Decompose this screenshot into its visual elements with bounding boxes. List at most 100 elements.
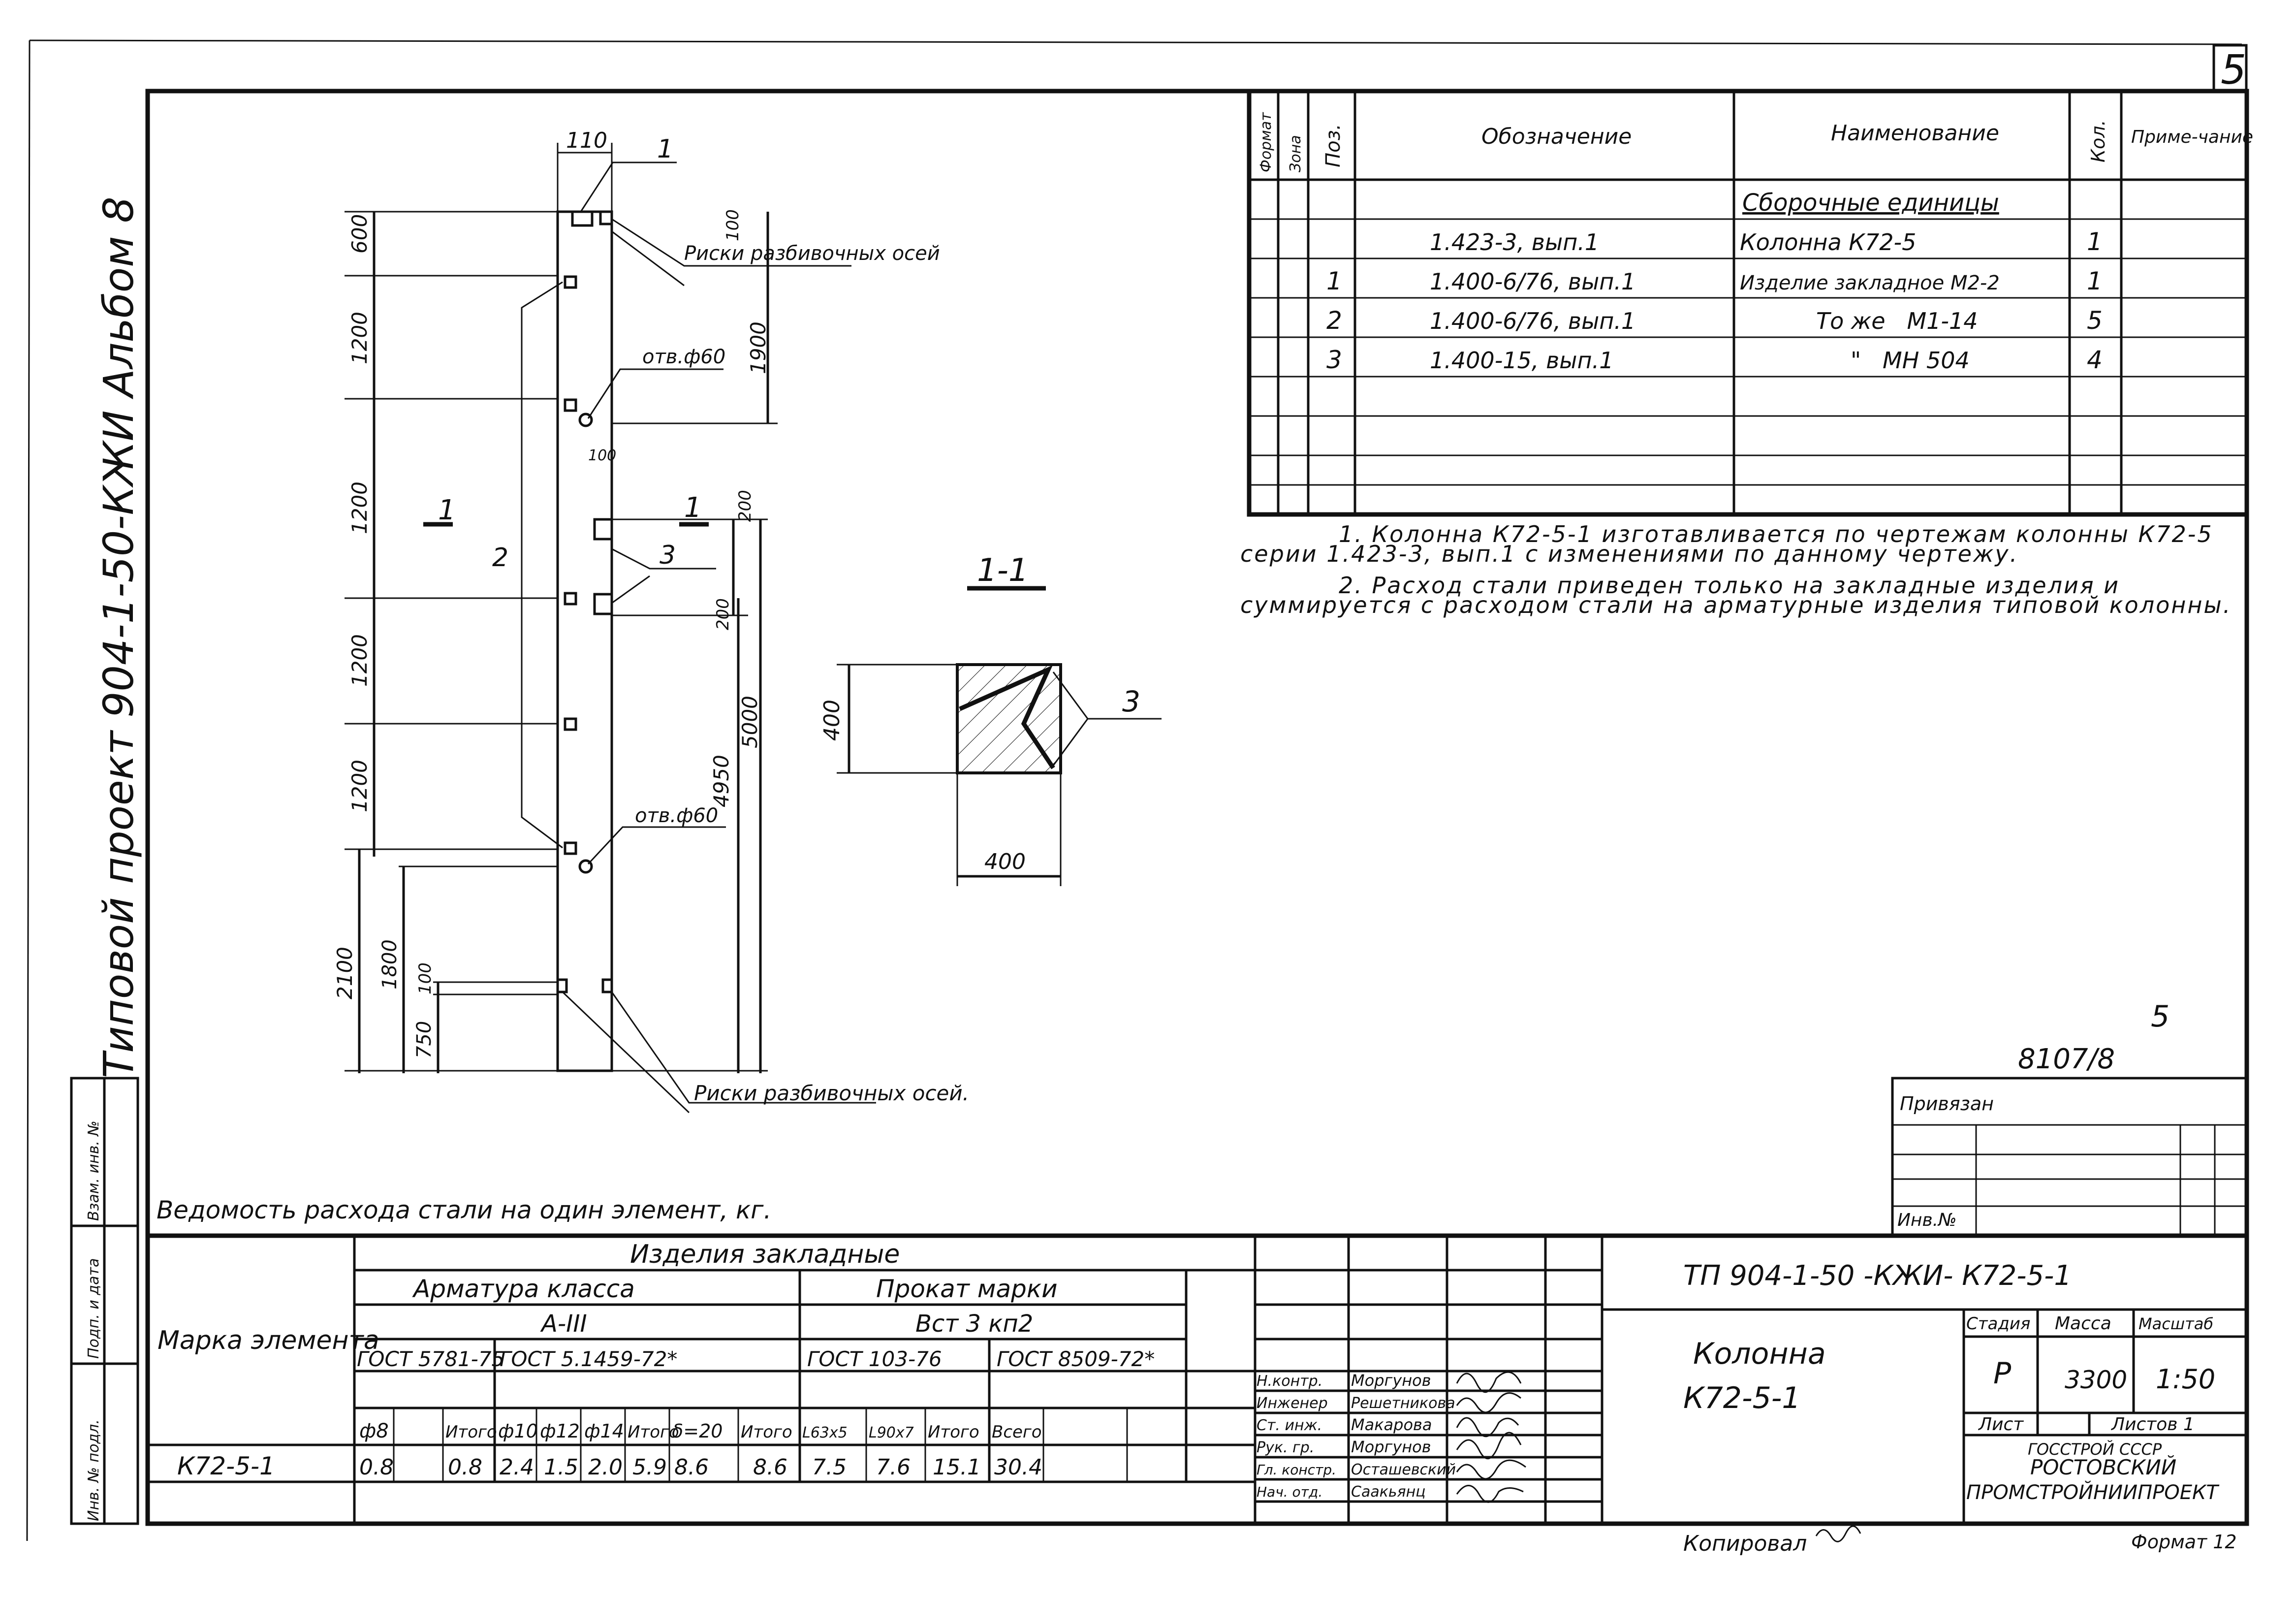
side-stamp-inv: Инв. № подл. xyxy=(85,1419,102,1521)
org-line3: ПРОМСТРОЙНИИПРОЕКТ xyxy=(1966,1480,2220,1504)
steel-col: Итого xyxy=(928,1422,979,1442)
steel-cell: 8.6 xyxy=(674,1455,709,1480)
steel-row-mark: К72-5-1 xyxy=(177,1452,275,1480)
spec-header-note: Приме-чание xyxy=(2131,127,2253,147)
spec-header-qty: Кол. xyxy=(2087,120,2109,162)
steel-cell: 2.0 xyxy=(588,1455,623,1480)
steel-cell: 8.6 xyxy=(753,1455,787,1480)
section-dim-height: 400 xyxy=(819,700,845,741)
spec-row: 1 1.400-6/76, вып.1 Изделие закладное М2… xyxy=(1326,267,2103,295)
spec-row: 3 1.400-15, вып.1 " МН 504 4 xyxy=(1326,346,2103,374)
dim-1200-b: 1200 xyxy=(347,481,372,534)
right-dimension-chain xyxy=(612,212,778,1073)
spec-row-designation: 1.400-15, вып.1 xyxy=(1430,347,1613,374)
spec-row-designation: 1.400-6/76, вып.1 xyxy=(1430,308,1636,334)
dim-2100: 2100 xyxy=(333,947,357,999)
dim-110: 110 xyxy=(566,128,607,153)
steel-table-title: Ведомость расхода стали на один элемент,… xyxy=(157,1196,771,1224)
dim-1200-c: 1200 xyxy=(347,634,372,687)
steel-col: Итого xyxy=(445,1422,497,1442)
spec-row-pos: 2 xyxy=(1326,306,1342,335)
dim-600: 600 xyxy=(347,214,372,254)
spec-row-qty: 1 xyxy=(2087,267,2103,295)
dim-1900: 1900 xyxy=(746,321,770,374)
spec-row-name: " МН 504 xyxy=(1851,347,1970,374)
steel-col: Итого xyxy=(628,1422,679,1442)
org-line2: РОСТОВСКИЙ xyxy=(2030,1455,2176,1479)
steel-cell: 7.5 xyxy=(812,1455,847,1480)
spec-row-qty: 1 xyxy=(2087,227,2103,256)
dim-right-100: 100 xyxy=(723,209,743,241)
steel-col: Всего xyxy=(992,1422,1042,1442)
risk-top-label: Риски разбивочных осей xyxy=(684,242,940,265)
title-block xyxy=(1255,1236,2247,1524)
sheet-frame xyxy=(26,39,2249,1541)
steel-prokat-grade: Вст 3 кп2 xyxy=(915,1310,1033,1338)
side-stamp xyxy=(70,1077,139,1525)
steel-col: Итого xyxy=(741,1422,792,1442)
steel-cell: 0.8 xyxy=(359,1455,394,1480)
dim-right-100b: 100 xyxy=(588,447,616,464)
spec-row-name: Колонна К72-5 xyxy=(1740,229,1916,256)
steel-col: ф10 xyxy=(498,1420,538,1442)
stage-value: Р xyxy=(1993,1356,2012,1391)
mass-value: 3300 xyxy=(2065,1366,2127,1394)
steel-cell: 1.5 xyxy=(544,1455,578,1480)
left-dimension-chain xyxy=(345,211,558,1073)
side-stamp-sign: Подп. и дата xyxy=(85,1258,102,1359)
dim-1800: 1800 xyxy=(378,939,401,990)
doc-name-line1: Колонна xyxy=(1693,1337,1826,1371)
role-label: Гл. констр. xyxy=(1257,1462,1336,1478)
steel-prokat: Прокат марки xyxy=(876,1275,1058,1303)
person-name: Моргунов xyxy=(1351,1438,1431,1456)
scale-value: 1:50 xyxy=(2156,1364,2215,1395)
steel-gost-1: ГОСТ 5.1459-72* xyxy=(500,1347,677,1371)
person-name: Осташевский xyxy=(1351,1461,1456,1478)
risk-bottom-label: Риски разбивочных осей. xyxy=(694,1081,969,1105)
spec-row: 1.423-3, вып.1 Колонна К72-5 1 xyxy=(1430,227,2103,256)
spec-row-designation: 1.400-6/76, вып.1 xyxy=(1430,268,1636,295)
spec-row-qty: 4 xyxy=(2087,346,2103,374)
steel-col: ф8 xyxy=(359,1420,389,1442)
hole-label-top: отв.ф60 xyxy=(642,346,725,368)
steel-cell: 5.9 xyxy=(632,1455,667,1480)
steel-col: ф14 xyxy=(584,1420,624,1442)
cut-mark-left: 1 xyxy=(438,494,456,526)
format-label: Формат 12 xyxy=(2131,1531,2237,1553)
steel-cell: 0.8 xyxy=(448,1455,482,1480)
spec-row-name: Изделие закладное М2-2 xyxy=(1740,272,2000,294)
steel-col: δ=20 xyxy=(672,1420,723,1442)
spec-header-designation: Обозначение xyxy=(1481,124,1632,149)
steel-cell: 7.6 xyxy=(876,1455,911,1480)
inv-no-label: Инв.№ xyxy=(1897,1210,1957,1230)
role-label: Инженер xyxy=(1257,1395,1328,1412)
steel-col: L90х7 xyxy=(869,1424,914,1441)
privyazan-label: Привязан xyxy=(1900,1093,1994,1115)
spec-header-zone: Зона xyxy=(1287,135,1304,172)
dim-200-top: 200 xyxy=(735,490,755,522)
section-1-1 xyxy=(837,586,1162,886)
spec-row-name: То же М1-14 xyxy=(1816,308,1978,334)
handwritten-signatures xyxy=(1456,1371,1526,1503)
steel-gost-3: ГОСТ 8509-72* xyxy=(997,1347,1155,1371)
spec-header-format: Формат xyxy=(1258,112,1275,172)
dim-100: 100 xyxy=(415,962,435,994)
steel-arm-class: А-III xyxy=(540,1310,587,1338)
column-elevation xyxy=(423,143,876,1114)
scale-header: Масштаб xyxy=(2139,1314,2213,1333)
sheet-header: Лист xyxy=(1978,1414,2024,1435)
role-label: Ст. инж. xyxy=(1257,1417,1322,1434)
side-title: Типовой проект 904-1-50-КЖИ Альбом 8 xyxy=(94,196,143,1078)
dim-5000: 5000 xyxy=(738,696,762,748)
cut-mark-right: 1 xyxy=(684,492,702,524)
dim-200-mid: 200 xyxy=(713,598,733,630)
spec-row-pos: 3 xyxy=(1326,346,1342,374)
copied-signature xyxy=(1815,1525,1861,1542)
doc-name-line2: К72-5-1 xyxy=(1683,1381,1801,1415)
section-callout-3: 3 xyxy=(1122,685,1140,718)
role-label: Нач. отд. xyxy=(1257,1484,1322,1500)
copied-label: Копировал xyxy=(1683,1531,1807,1556)
steel-gost-0: ГОСТ 5781-75 xyxy=(357,1347,504,1371)
callout-1-top: 1 xyxy=(657,134,673,164)
